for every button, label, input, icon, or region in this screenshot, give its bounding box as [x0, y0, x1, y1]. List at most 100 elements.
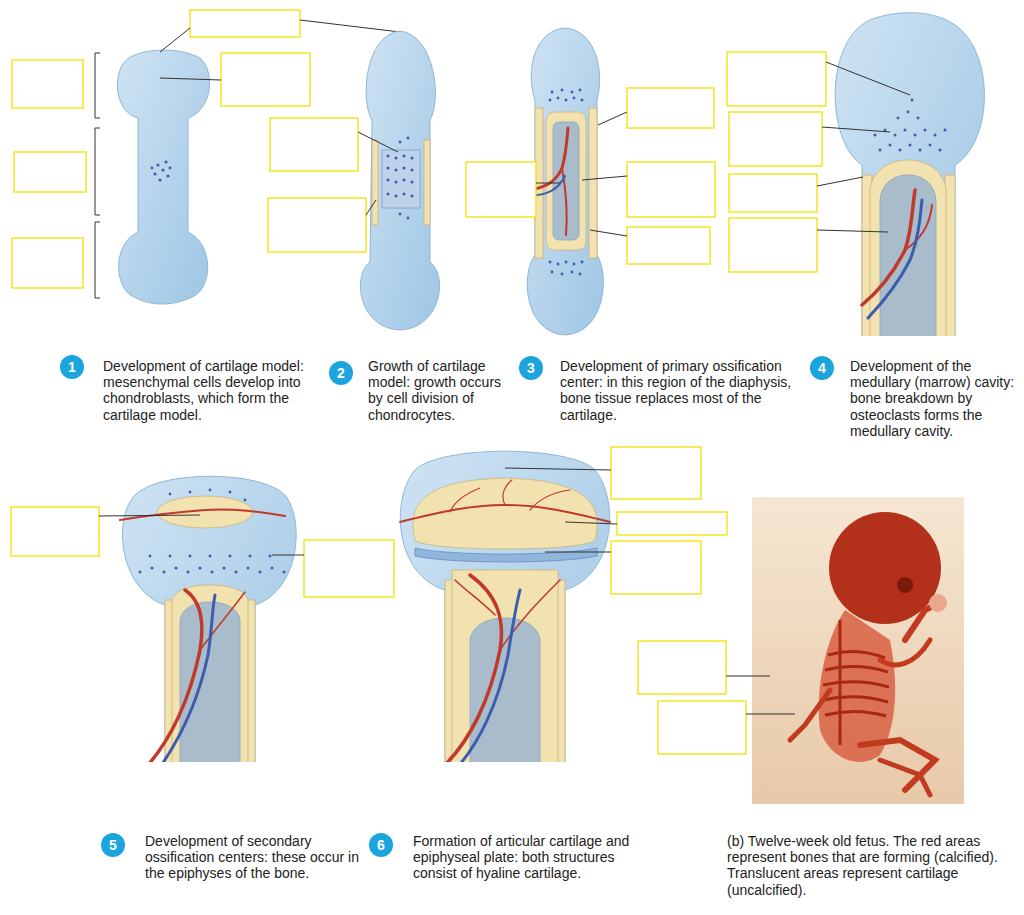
fetus-photo [638, 497, 964, 804]
cartilage-model-part [12, 60, 83, 108]
secondary-ossification-stages-part [200, 592, 245, 650]
primary-ossification-center-part [590, 230, 627, 236]
growing-cartilage-model-part-part [411, 169, 414, 172]
secondary-ossification-stages-part-part [189, 555, 192, 558]
medullary-cavity-stage-part [868, 200, 922, 318]
fetus-photo-part [752, 497, 964, 804]
cartilage-model-part-part [158, 178, 161, 181]
growing-cartilage-model-part [358, 132, 398, 152]
growing-cartilage-model-part [372, 140, 378, 225]
growing-cartilage-model-part [268, 198, 366, 252]
callout-number: 2 [337, 366, 345, 380]
cartilage-model-part-part [156, 163, 159, 166]
figure-caption: (b) Twelve-week old fetus. The red areas… [727, 833, 1017, 898]
stage4-labels-part [817, 177, 863, 186]
secondary-ossification-stages-part-part [209, 489, 212, 492]
cartilage-model-part [190, 10, 300, 37]
growing-cartilage-model-part-part [403, 167, 406, 170]
primary-ossification-center-part [627, 162, 715, 217]
stage56-labels [11, 447, 727, 597]
growing-cartilage-model-part-part [395, 195, 398, 198]
primary-ossification-center-part-part [557, 97, 560, 100]
medullary-cavity-stage-part-part [899, 149, 902, 152]
fetus-photo-part [746, 714, 795, 715]
growing-cartilage-model-part-part [395, 157, 398, 160]
secondary-ossification-stages-part [400, 505, 610, 522]
primary-ossification-center-part-part [549, 261, 552, 264]
stage4-labels-part [727, 52, 826, 106]
stage56-labels-part [11, 507, 99, 556]
growing-cartilage-model-part-part [411, 195, 414, 198]
growing-cartilage-model-part [270, 118, 358, 171]
secondary-ossification-stages-part-part [271, 567, 274, 570]
step-circle: 2 [329, 361, 353, 385]
medullary-cavity-stage-part-part [917, 117, 920, 120]
secondary-ossification-stages-part-part [269, 555, 272, 558]
stage4-labels-part [729, 112, 822, 166]
secondary-ossification-stages-part-part [169, 493, 172, 496]
cartilage-model-part [221, 53, 310, 106]
cartilage-model-part [160, 78, 221, 80]
fetus-photo-part [638, 641, 726, 694]
stage4-labels-part [729, 174, 817, 212]
growing-cartilage-model-part-part [407, 137, 410, 140]
secondary-ossification-stages-part [455, 590, 520, 762]
medullary-cavity-stage-part-part [909, 144, 912, 147]
step-circle: 3 [519, 356, 543, 380]
medullary-cavity-stage-part-part [924, 129, 927, 132]
medullary-cavity-stage-part-part [934, 134, 937, 137]
fetus-photo-part-part [839, 620, 842, 745]
step-description: Development of secondary ossification ce… [145, 833, 360, 882]
cartilage-model-part [300, 20, 400, 32]
cartilage-model-part [12, 238, 83, 288]
growing-cartilage-model-part-part [387, 167, 390, 170]
secondary-ossification-stages [120, 451, 610, 762]
fetus-photo-part [905, 605, 935, 640]
stage4-labels-part [817, 230, 888, 232]
stage56-labels-part [272, 555, 304, 556]
cartilage-model-part [151, 160, 172, 181]
secondary-ossification-stages-part [400, 451, 609, 762]
secondary-ossification-stages-part [415, 548, 597, 562]
stage56-labels-part [505, 468, 611, 470]
cartilage-model [12, 10, 400, 304]
secondary-ossification-stages-part [122, 476, 296, 762]
primary-ossification-center-part-part [551, 91, 554, 94]
stage4-labels-part [826, 62, 910, 95]
stage4-labels-part [729, 218, 817, 272]
primary-ossification-center-part [466, 162, 536, 217]
cartilage-model-part [95, 222, 100, 298]
secondary-ossification-stages-part-part [175, 567, 178, 570]
stage56-labels-part [565, 522, 617, 524]
fetus-photo-part [929, 594, 947, 612]
step-circle: 1 [60, 355, 84, 379]
cartilage-model-part [95, 128, 100, 215]
secondary-ossification-stages-part [158, 595, 215, 762]
callout-number: 1 [68, 360, 76, 374]
growing-cartilage-model [268, 31, 440, 330]
secondary-ossification-stages-part [120, 509, 285, 520]
callout-number: 3 [527, 361, 535, 375]
secondary-ossification-stages-part-part [139, 571, 142, 574]
fetus-photo-part-part [823, 681, 889, 687]
growing-cartilage-model-part [382, 150, 420, 208]
primary-ossification-center-part-part [579, 89, 582, 92]
primary-ossification-center-part [598, 112, 627, 125]
cartilage-model-part [95, 53, 100, 118]
primary-ossification-center [466, 28, 715, 335]
callout-number: 5 [109, 838, 117, 852]
fetus-photo-part [880, 760, 930, 795]
medullary-cavity-stage-part-part [907, 111, 910, 114]
secondary-ossification-stages-part [445, 575, 501, 762]
fetus-photo-part-part [825, 666, 888, 672]
secondary-ossification-stages-part-part [223, 567, 226, 570]
secondary-ossification-stages-part-part [235, 571, 238, 574]
primary-ossification-center-part-part [571, 271, 574, 274]
medullary-cavity-stage-part [835, 13, 984, 336]
callout-number: 6 [377, 838, 385, 852]
secondary-ossification-stages-part-part [163, 571, 166, 574]
cartilage-model-part-part [151, 167, 154, 170]
primary-ossification-center-part-part [561, 89, 564, 92]
growing-cartilage-model-part [387, 137, 414, 220]
